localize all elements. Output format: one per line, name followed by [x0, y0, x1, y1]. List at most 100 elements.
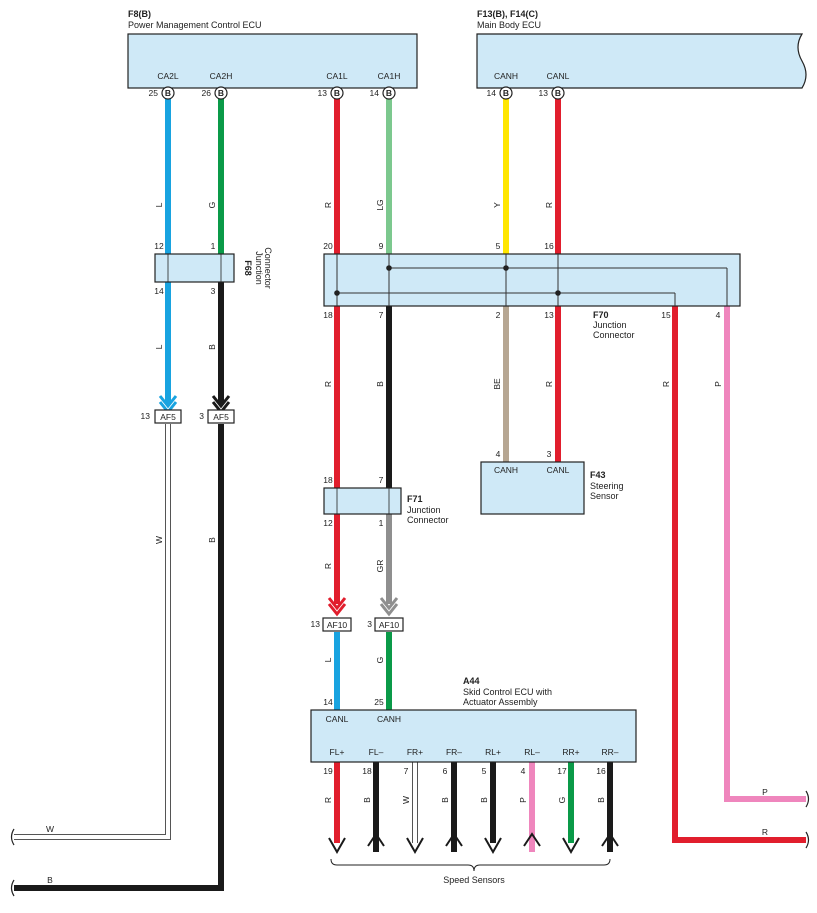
- pin-number: 1: [211, 241, 216, 251]
- pin-circle: [551, 86, 565, 100]
- wire-label: R: [661, 381, 671, 387]
- chevron-down-icon: [327, 597, 347, 617]
- pin-label: CANL: [547, 465, 570, 475]
- pin-circle: [214, 86, 228, 100]
- pin-number: 14: [487, 88, 497, 98]
- arrow-up-icon: [445, 832, 463, 847]
- f70-junction-connector: 20 9 5 16 18 7 2 13 15 4 F70 Junction Co…: [323, 241, 741, 340]
- pin-number: 16: [544, 241, 554, 251]
- wire-label: P: [518, 797, 528, 803]
- f70-name-line1: Junction: [593, 320, 627, 330]
- pin-number: 18: [323, 475, 333, 485]
- f70-name-line2: Connector: [593, 330, 635, 340]
- wire-label: W: [401, 796, 411, 804]
- a44-box: [310, 709, 637, 763]
- pin-label: FL–: [369, 747, 384, 757]
- arrow-up-icon: [523, 832, 541, 847]
- wires: [14, 98, 806, 891]
- arrow-up-icon: [367, 832, 385, 847]
- pin-label: RL+: [485, 747, 501, 757]
- pin-number: 13: [141, 411, 151, 421]
- pin-type: B: [555, 88, 561, 98]
- brace: [330, 858, 611, 872]
- wire-label: B: [375, 381, 385, 387]
- pin-number: 26: [202, 88, 212, 98]
- f68-id: F68: [243, 260, 253, 276]
- pin-number: 25: [149, 88, 159, 98]
- af5-left-box: [154, 409, 182, 424]
- pin-type: B: [503, 88, 509, 98]
- f43-id: F43: [590, 470, 606, 480]
- pin-number: 5: [496, 241, 501, 251]
- pin-type: B: [218, 88, 224, 98]
- wire-af5-b: [14, 424, 224, 891]
- pin-number: 4: [716, 310, 721, 320]
- pin-label: FL+: [330, 747, 345, 757]
- wire-label: W: [46, 824, 54, 834]
- wire-label: B: [207, 537, 217, 543]
- pin-label: RR+: [562, 747, 579, 757]
- arrow-down-icon: [406, 837, 424, 855]
- f68-box: [154, 253, 235, 283]
- speed-sensors-group: Speed Sensors: [330, 858, 611, 885]
- pin-label: RR–: [601, 747, 618, 757]
- af10-connectors: 13 AF10 3 AF10: [311, 617, 404, 632]
- pin-circle: [330, 86, 344, 100]
- pin-label: CANH: [494, 465, 518, 475]
- pin-number: 18: [362, 766, 372, 776]
- wire-label: R: [323, 202, 333, 208]
- pin-number: 12: [154, 241, 164, 251]
- arrow-down-icon: [562, 837, 580, 855]
- wire-label: R: [323, 797, 333, 803]
- chevron-down-icon: [379, 597, 399, 617]
- pm-ecu: F8(B) Power Management Control ECU CA2L …: [127, 9, 418, 89]
- af10-left-box: [322, 617, 352, 632]
- af5-right-label: AF5: [213, 412, 229, 422]
- wire-label: L: [323, 657, 333, 662]
- pin-number: 13: [311, 619, 321, 629]
- pin-circle: [161, 86, 175, 100]
- wire-label: G: [557, 797, 567, 804]
- pin-number: 13: [539, 88, 549, 98]
- pin-number: 6: [443, 766, 448, 776]
- wire-label: B: [47, 875, 53, 885]
- f70-box: [323, 253, 741, 307]
- pin-number: 4: [521, 766, 526, 776]
- arrow-down-icon: [484, 837, 502, 855]
- pin-number: 19: [323, 766, 333, 776]
- pm-ecu-name: Power Management Control ECU: [128, 20, 262, 30]
- pin-number: 3: [547, 449, 552, 459]
- wire-label: R: [544, 202, 554, 208]
- pin-number: 3: [367, 619, 372, 629]
- pin-label: CA2L: [157, 71, 179, 81]
- wire-label: B: [479, 797, 489, 803]
- f68-name-line2: Connector: [263, 247, 273, 289]
- f43-name-line1: Steering: [590, 481, 624, 491]
- wire-label: R: [323, 563, 333, 569]
- a44-skid-control-ecu: A44 Skid Control ECU with Actuator Assem…: [310, 676, 637, 776]
- wire-label: L: [154, 344, 164, 349]
- wire-label: Y: [492, 202, 502, 208]
- pin-label: CANH: [377, 714, 401, 724]
- pin-number: 15: [661, 310, 671, 320]
- main-body-ecu: F13(B), F14(C) Main Body ECU CANH CANL 1…: [476, 9, 807, 100]
- pin-label: CANL: [326, 714, 349, 724]
- f70-id: F70: [593, 310, 609, 320]
- wire-label: B: [207, 344, 217, 350]
- wire-label: G: [207, 202, 217, 209]
- pin-number: 9: [379, 241, 384, 251]
- pin-number: 14: [323, 697, 333, 707]
- wire-labels: L G R LG Y R L B R B BE R R P W B R GR L…: [46, 199, 768, 885]
- wire-label: GR: [375, 560, 385, 573]
- pm-ecu-box: [127, 33, 418, 89]
- pin-circle: [382, 86, 396, 100]
- pin-label: CANH: [494, 71, 518, 81]
- pin-circle: [499, 86, 513, 100]
- main-body-ecu-name: Main Body ECU: [477, 20, 541, 30]
- a44-name-line2: Actuator Assembly: [463, 697, 538, 707]
- main-body-ecu-box: [476, 33, 807, 89]
- speed-sensors-label: Speed Sensors: [443, 875, 505, 885]
- pin-type: B: [165, 88, 171, 98]
- pin-type: B: [334, 88, 340, 98]
- pin-number: 3: [211, 286, 216, 296]
